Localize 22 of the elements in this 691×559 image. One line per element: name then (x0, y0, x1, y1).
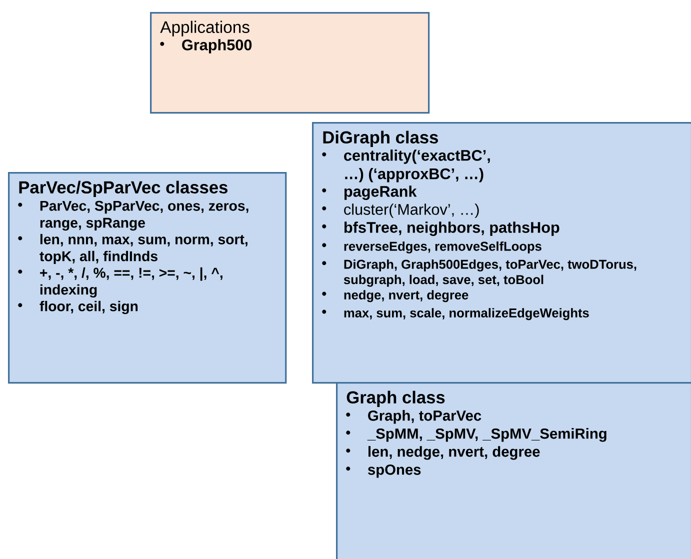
bullet-item: bfsTree, neighbors, pathsHop (322, 222, 560, 236)
class-box (8, 172, 287, 384)
bullet-item: Graph, toParVec (346, 410, 482, 424)
box-heading: DiGraph class (323, 130, 438, 147)
bullet-item: pageRank (322, 186, 417, 200)
bullet-item: spOnes (346, 464, 421, 478)
box-heading: ParVec/SpParVec classes (19, 180, 228, 197)
bullet-item: Graph500 (160, 39, 252, 54)
box-heading: Graph class (346, 390, 445, 407)
bullet-item: nedge, nvert, degree (322, 290, 468, 302)
bullet-item: len, nnn, max, sum, norm, sort, topK, all, findInds (18, 234, 248, 264)
bullet-item: centrality(‘exactBC’, …) (‘approxBC’, …) (322, 150, 490, 182)
class-box (312, 122, 691, 384)
bullet-item: floor, ceil, sign (18, 300, 138, 314)
bullet-item: cluster(‘Markov’, …) (322, 204, 479, 218)
bullet-item: max, sum, scale, normalizeEdgeWeights (322, 308, 589, 320)
bullet-item: len, nedge, nvert, degree (346, 446, 540, 460)
bullet-item: _SpMM, _SpMV, _SpMV_SemiRing (346, 428, 606, 442)
class-box (336, 382, 691, 559)
class-box (150, 12, 430, 114)
box-heading: Applications (160, 20, 250, 36)
bullet-item: reverseEdges, removeSelfLoops (322, 241, 542, 254)
